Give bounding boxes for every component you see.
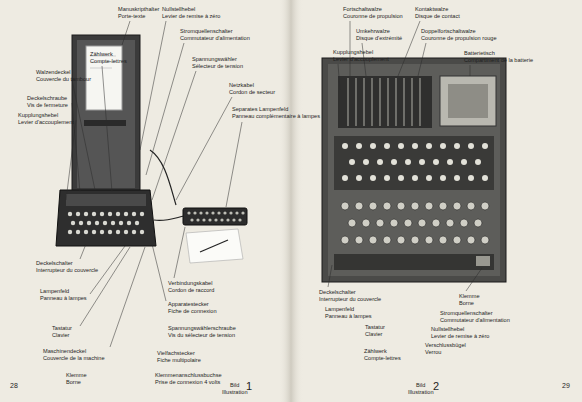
part-label: Clavier — [52, 332, 69, 339]
part-label: Cordon de secteur — [229, 89, 275, 96]
part-label: Zählwerk — [90, 51, 113, 58]
part-label: Verschlussbügel — [425, 342, 466, 349]
part-label: Fiche de connexion — [168, 308, 217, 315]
page-number: 28 — [10, 382, 18, 390]
part-label: Levier de remise à zéro — [431, 333, 489, 340]
part-label: Separates Lampenfeld — [232, 106, 288, 113]
part-label: Netzkabel — [229, 82, 254, 89]
part-label: Zählwerk — [364, 348, 387, 355]
part-label: Kontaktwalze — [415, 6, 448, 13]
part-label: Compte-lettres — [364, 355, 401, 362]
part-label: Bild — [416, 382, 425, 389]
part-label: Lampenfeld — [325, 306, 354, 313]
part-label: Illustration — [408, 389, 434, 396]
part-label: Couronne de propulsion rouge — [421, 35, 497, 42]
part-label: Stromquellenschalter — [180, 28, 233, 35]
part-label: Nullstellhebel — [162, 6, 195, 13]
part-label: Panneau à lampes — [325, 313, 372, 320]
part-label: Compartiment de la batterie — [464, 57, 533, 64]
part-label: Interrupteur du couvercle — [36, 267, 98, 274]
part-label: Batterietisch — [464, 50, 495, 57]
part-label: Levier de remise à zéro — [162, 13, 220, 20]
part-label: Doppelfortschaltwalze — [421, 28, 476, 35]
page-number: 29 — [562, 382, 570, 390]
part-label: Spannungswählerschraube — [168, 325, 236, 332]
part-label: Tastatur — [365, 324, 385, 331]
part-label: Illustration — [222, 389, 248, 396]
part-label: Commutateur d'alimentation — [440, 317, 510, 324]
part-label: Manuskripthalter — [118, 6, 159, 13]
machine-top-figure — [322, 58, 506, 282]
part-label: Kupplungshebel — [18, 112, 58, 119]
part-label: Stromquellenschalter — [440, 310, 493, 317]
part-label: Borne — [66, 379, 81, 386]
part-label: Commutateur d'alimentation — [180, 35, 250, 42]
part-label: Prise de connexion 4 volts — [155, 379, 220, 386]
part-label: Klemmenanschlussbuchse — [155, 372, 222, 379]
machine-case-figure — [56, 35, 247, 263]
part-label: Fiche multipolaire — [157, 357, 201, 364]
part-label: Verrou — [425, 349, 441, 356]
part-label: Maschinendeckel — [43, 348, 86, 355]
part-label: Walzendeckel — [36, 69, 71, 76]
part-label: Porte-texte — [118, 13, 145, 20]
part-label: Couvercle du tambour — [36, 76, 91, 83]
gutter-shadow — [279, 0, 303, 402]
part-label: Klemme — [459, 293, 480, 300]
part-label: Couronne de propulsion — [343, 13, 403, 20]
part-label: Vis du sélecteur de tension — [168, 332, 235, 339]
part-label: Compte-lettres — [90, 58, 127, 65]
part-label: Cordon de raccord — [168, 287, 214, 294]
part-label: Deckelschraube — [27, 95, 67, 102]
part-label: Disque de contact — [415, 13, 460, 20]
figure-number: 2 — [433, 380, 439, 392]
part-label: Deckelschalter — [319, 289, 356, 296]
part-label: Panneau complémentaire à lampes — [232, 113, 320, 120]
part-label: Fortschaltwalze — [343, 6, 382, 13]
part-label: Panneau à lampes — [40, 295, 87, 302]
part-label: Vis de fermeture — [27, 102, 68, 109]
part-label: Lampenfeld — [40, 288, 69, 295]
part-label: Nullstellhebel — [431, 326, 464, 333]
leader-lines — [66, 21, 482, 347]
part-label: Clavier — [365, 331, 382, 338]
part-label: Verbindungskabel — [168, 280, 212, 287]
part-label: Vielfachstecker — [157, 350, 195, 357]
part-label: Couvercle de la machine — [43, 355, 105, 362]
part-label: Sélecteur de tension — [192, 63, 243, 70]
part-label: Spannungswähler — [192, 56, 237, 63]
part-label: Interrupteur du couvercle — [319, 296, 381, 303]
part-label: Klemme — [66, 372, 87, 379]
part-label: Bild — [230, 382, 239, 389]
part-label: Umkehrwalze — [356, 28, 390, 35]
part-label: Levier d'accouplement — [18, 119, 74, 126]
part-label: Levier d'accouplement — [333, 56, 389, 63]
part-label: Disque d'extrémité — [356, 35, 402, 42]
part-label: Apparatestecker — [168, 301, 209, 308]
part-label: Kupplungshebel — [333, 49, 373, 56]
part-label: Borne — [459, 300, 474, 307]
figure-number: 1 — [246, 380, 252, 392]
part-label: Tastatur — [52, 325, 72, 332]
part-label: Deckelschalter — [36, 260, 73, 267]
